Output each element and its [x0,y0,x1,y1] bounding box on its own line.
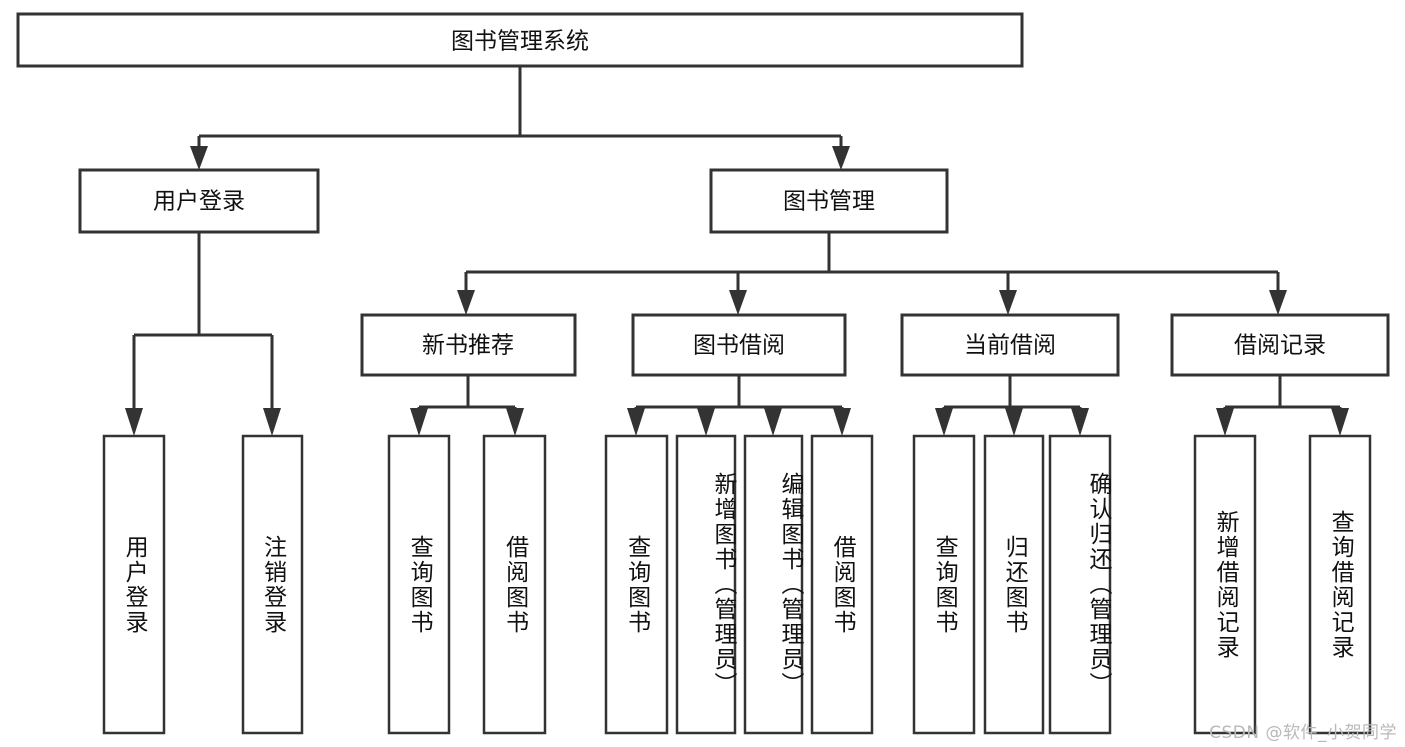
node-book-borrow-label: 图书借阅 [693,333,785,359]
edge-book-mgmt-to-level3 [457,232,1287,315]
node-current-borrow-label: 当前借阅 [964,333,1056,359]
leaf-box-add-book-admin[interactable] [675,434,737,735]
node-user-login-label: 用户登录 [153,189,245,215]
node-root-label: 图书管理系统 [451,29,589,55]
leaf-box-query-book-borrow[interactable] [604,434,669,735]
leaf-box-query-borrow-record[interactable] [1308,434,1372,735]
node-current-borrow[interactable]: 当前借阅 [900,313,1120,377]
node-new-book-recommend[interactable]: 新书推荐 [360,313,577,377]
csdn-watermark: CSDN @软件_小贺同学 [1209,723,1397,743]
node-root[interactable]: 图书管理系统 [16,12,1024,68]
edge-new-book-to-leaves [410,375,524,436]
node-book-management-label: 图书管理 [783,189,875,215]
leaf-box-logout[interactable] [241,434,304,735]
node-book-borrow[interactable]: 图书借阅 [631,313,847,377]
edge-user-login-to-leaves [125,232,281,436]
leaf-box-query-book-rec[interactable] [387,434,451,735]
leaf-box-borrow-book-rec[interactable] [482,434,547,735]
node-book-management[interactable]: 图书管理 [709,168,949,234]
leaf-box-return-book[interactable] [983,434,1045,735]
edge-current-borrow-to-leaves [935,375,1089,436]
leaf-box-edit-book-admin[interactable] [743,434,804,735]
node-user-login[interactable]: 用户登录 [78,168,320,234]
edge-book-borrow-to-leaves [627,375,851,436]
node-borrow-record-label: 借阅记录 [1234,333,1326,359]
leaf-box-add-borrow-record[interactable] [1193,434,1257,735]
leaf-box-confirm-return-admin[interactable] [1048,434,1112,735]
leaf-box-query-book-current[interactable] [912,434,976,735]
leaf-box-borrow-book[interactable] [810,434,874,735]
edge-borrow-record-to-leaves [1216,375,1349,436]
edge-root-to-level2 [190,66,850,170]
node-borrow-record[interactable]: 借阅记录 [1170,313,1390,377]
leaf-box-user-login[interactable] [102,434,166,735]
node-new-book-recommend-label: 新书推荐 [422,333,514,359]
